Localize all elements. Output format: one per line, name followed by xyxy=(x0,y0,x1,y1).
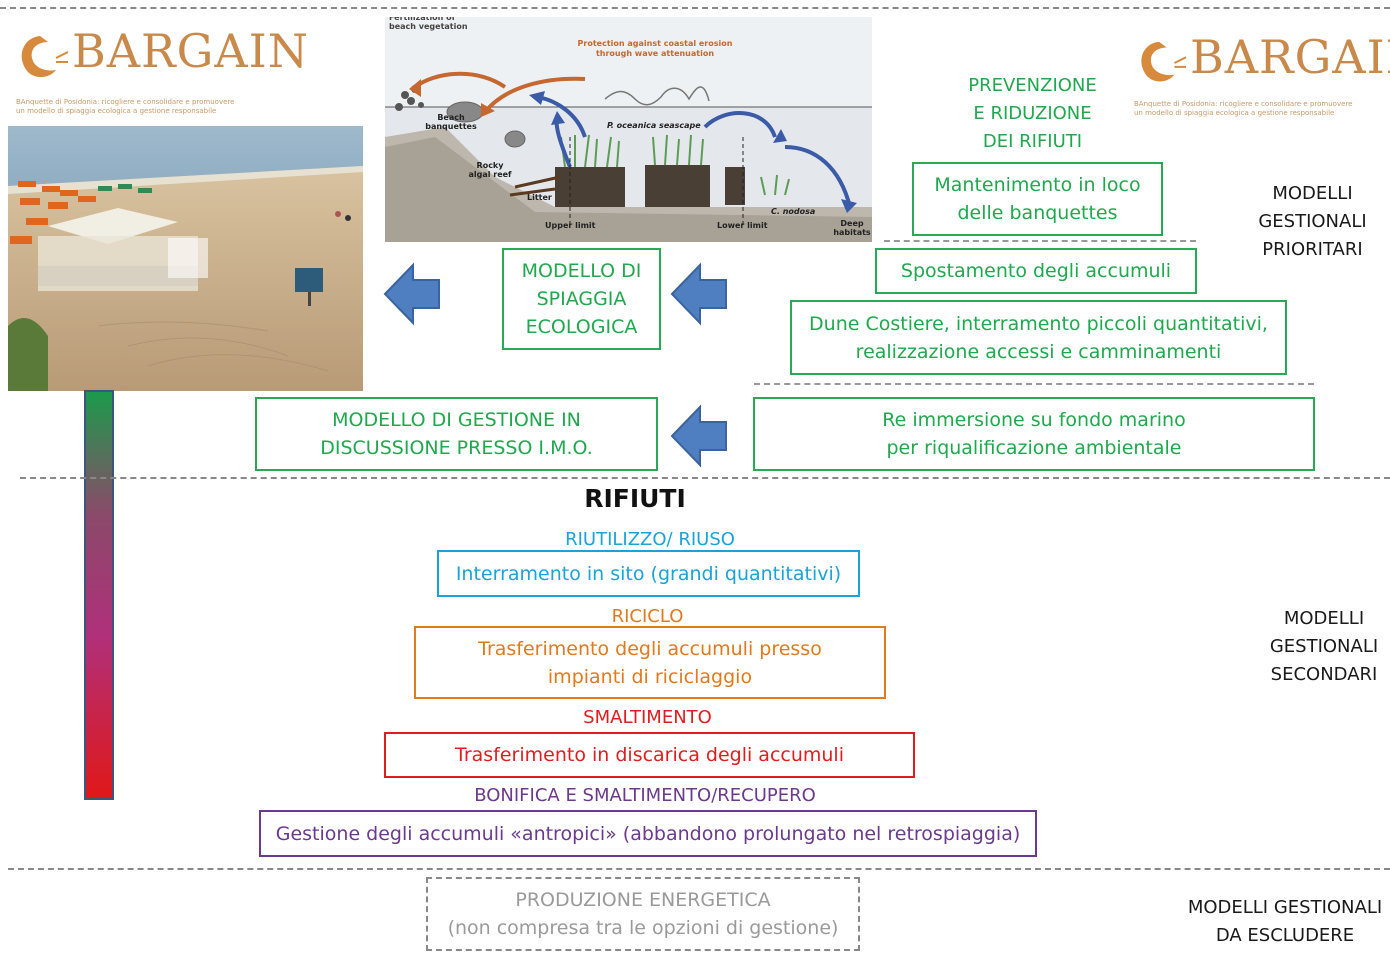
fig-label-rocky-reef: Rocky algal reef xyxy=(468,161,512,179)
priority-divider-2 xyxy=(754,383,1314,385)
riutilizzo-label: RIUTILIZZO/ RIUSO xyxy=(565,529,735,550)
arrow-left-icon xyxy=(670,262,727,326)
fig-label-seascape: P. oceanica seascape xyxy=(607,121,701,130)
mantenimento-box: Mantenimento in loco delle banquettes xyxy=(912,162,1163,236)
logo-subtitle: BAnquette di Posidonia: ricogliere e con… xyxy=(1134,100,1353,117)
fig-label-deep-habitats: Deep habitats xyxy=(833,219,871,237)
fig-label-litter: Litter xyxy=(527,193,552,202)
label-escludere: MODELLI GESTIONALI DA ESCLUDERE xyxy=(1187,897,1383,946)
riciclo-label: RICICLO xyxy=(611,606,684,627)
beach-photo xyxy=(8,126,363,391)
waste-title: RIFIUTI xyxy=(584,484,686,513)
bonifica-label: BONIFICA E SMALTIMENTO/RECUPERO xyxy=(474,785,816,806)
riutilizzo-box: Interramento in sito (grandi quantitativ… xyxy=(437,550,860,597)
logo-text: BARGAIN xyxy=(1190,30,1390,84)
arrow-left-icon xyxy=(383,262,440,326)
fig-label-upper-limit: Upper limit xyxy=(545,221,596,230)
shrimp-icon xyxy=(21,36,69,78)
produzione-energetica-box: PRODUZIONE ENERGETICA (non compresa tra … xyxy=(426,877,860,951)
ecosystem-figure: Fertilization of beach vegetation Protec… xyxy=(385,17,872,242)
priority-divider-1 xyxy=(884,240,1196,242)
mid-divider xyxy=(20,477,1390,479)
smaltimento-label: SMALTIMENTO xyxy=(583,707,712,728)
dune-box: Dune Costiere, interramento piccoli quan… xyxy=(790,300,1287,375)
label-prioritari: MODELLI GESTIONALI PRIORITARI xyxy=(1258,183,1367,260)
logo-subtitle: BAnquette di Posidonia: ricogliere e con… xyxy=(16,98,235,115)
prevention-title: PREVENZIONE E RIDUZIONE DEI RIFIUTI xyxy=(968,75,1097,152)
bargain-logo-left: BARGAIN BAnquette di Posidonia: ricoglie… xyxy=(10,18,308,118)
fig-label-fertilization: Fertilization of beach vegetation xyxy=(389,17,468,31)
fig-label-c-nodosa: C. nodosa xyxy=(771,207,816,216)
modello-spiaggia-box: MODELLO DI SPIAGGIA ECOLOGICA xyxy=(502,248,661,350)
bonifica-box: Gestione degli accumuli «antropici» (abb… xyxy=(259,810,1037,857)
fig-label-beach-banquettes: Beach banquettes xyxy=(425,113,477,131)
spostamento-box: Spostamento degli accumuli xyxy=(875,248,1197,294)
fig-label-protection: Protection against coastal erosion throu… xyxy=(577,39,733,58)
logo-text: BARGAIN xyxy=(72,24,310,78)
smaltimento-box: Trasferimento in discarica degli accumul… xyxy=(384,732,915,778)
top-divider xyxy=(0,7,1390,9)
priority-gradient-bar xyxy=(84,390,114,800)
bottom-divider xyxy=(8,868,1390,870)
reimmersione-box: Re immersione su fondo marino per riqual… xyxy=(753,397,1315,471)
arrow-left-icon xyxy=(670,404,727,468)
shrimp-icon xyxy=(1141,41,1187,82)
label-secondari: MODELLI GESTIONALI SECONDARI xyxy=(1269,608,1379,685)
riciclo-box: Trasferimento degli accumuli presso impi… xyxy=(414,626,886,699)
bargain-logo-right: BARGAIN BAnquette di Posidonia: ricoglie… xyxy=(1130,26,1390,126)
fig-label-lower-limit: Lower limit xyxy=(717,221,768,230)
modello-imo-box: MODELLO DI GESTIONE IN DISCUSSIONE PRESS… xyxy=(255,397,658,471)
